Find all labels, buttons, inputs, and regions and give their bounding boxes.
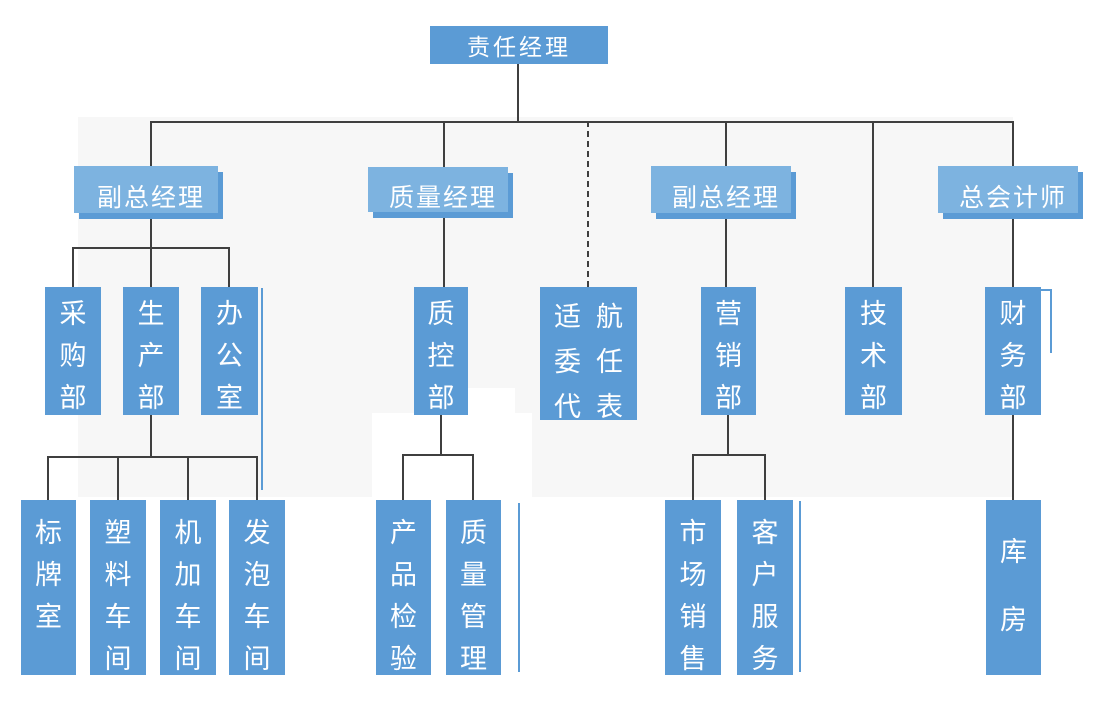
connector-to-sign-room: [47, 456, 49, 500]
connector-quality-control-down: [440, 415, 442, 456]
connector-vp-left-down: [150, 219, 152, 287]
connector-finance-to-warehouse: [1012, 415, 1014, 500]
node-label-column-right: 航任表: [596, 302, 623, 422]
node-customer-service: 客户服务: [737, 500, 793, 675]
node-label: 财务部: [999, 299, 1027, 413]
node-label: 质量经理: [388, 183, 497, 212]
node-quality-management: 质量管理: [446, 500, 501, 675]
node-responsible-manager: 责任经理: [430, 26, 608, 64]
connector-to-machining-workshop: [187, 456, 189, 500]
node-label: 采购部: [59, 299, 87, 413]
node-warehouse: 库房: [986, 500, 1041, 675]
node-label: 办公室: [216, 299, 243, 413]
connector-to-purchasing: [72, 247, 74, 287]
connector-main-bus: [151, 121, 1013, 123]
connector-vp-left-bus: [72, 247, 230, 249]
node-finance-dept: 财务部: [985, 287, 1041, 415]
node-office: 办公室: [201, 287, 258, 415]
node-airworthiness-representative: 适委代 航任表: [540, 287, 637, 422]
connector-quality-control-bus: [402, 454, 473, 456]
connector-chief-accountant-to-finance: [1012, 219, 1014, 287]
connector-to-quality-management: [472, 454, 474, 500]
node-deputy-gm-left: 副总经理: [74, 166, 223, 219]
node-production-dept: 生产部: [123, 287, 179, 415]
artifact-line-office-right: [261, 288, 263, 490]
node-label: 质量管理: [460, 518, 487, 674]
node-label: 生产部: [137, 299, 165, 413]
node-foam-workshop: 发泡车间: [229, 500, 285, 675]
connector-production-down: [150, 415, 152, 458]
node-quality-control-dept: 质控部: [414, 287, 468, 415]
artifact-line-finance-right: [1050, 290, 1052, 353]
connector-to-customer-service: [764, 454, 766, 500]
node-label: 机加车间: [174, 518, 202, 674]
node-deputy-gm-right: 副总经理: [651, 166, 796, 219]
connector-to-office: [228, 247, 230, 287]
node-marketing-dept: 营销部: [701, 287, 756, 415]
artifact-line-finance-right-top: [1040, 289, 1052, 291]
node-machining-workshop: 机加车间: [160, 500, 216, 675]
connector-root-to-bus: [517, 64, 519, 122]
connector-bus-to-quality-manager: [443, 121, 445, 173]
connector-bus-to-vp-right: [725, 121, 727, 172]
node-label-column-left: 适委代: [554, 302, 581, 422]
connector-to-product-inspection: [402, 454, 404, 500]
node-market-sales: 市场销售: [665, 500, 721, 675]
node-label: 副总经理: [671, 183, 780, 212]
artifact-line-quality-management-right: [518, 503, 520, 672]
node-product-inspection: 产品检验: [376, 500, 431, 675]
node-chief-accountant: 总会计师: [938, 166, 1083, 219]
node-sign-room: 标牌室: [21, 500, 76, 675]
node-purchasing-dept: 采购部: [45, 287, 101, 415]
connector-to-market-sales: [692, 454, 694, 500]
artifact-line-customer-service-right: [799, 501, 801, 672]
node-label: 发泡车间: [243, 518, 271, 674]
node-label: 营销部: [715, 299, 742, 413]
connector-bus-to-vp-left: [150, 121, 152, 172]
connector-quality-manager-to-quality-control: [443, 218, 445, 287]
connector-bus-to-technology: [872, 121, 874, 287]
node-quality-manager: 质量经理: [368, 167, 513, 218]
connector-to-plastic-workshop: [117, 456, 119, 500]
node-label: 市场销售: [679, 518, 707, 674]
connector-marketing-down: [727, 415, 729, 456]
node-label: 质控部: [427, 299, 455, 413]
node-label: 副总经理: [96, 183, 205, 212]
connector-bus-to-airworthiness-dashed: [587, 121, 589, 287]
connector-bus-to-chief-accountant: [1012, 121, 1014, 172]
node-plastic-workshop: 塑料车间: [90, 500, 146, 675]
node-technology-dept: 技术部: [845, 287, 902, 415]
node-label: 库房: [1000, 537, 1027, 635]
background-patch: [467, 388, 515, 415]
node-label: 责任经理: [467, 34, 571, 60]
connector-vp-right-to-marketing: [725, 219, 727, 287]
connector-marketing-bus: [692, 454, 765, 456]
node-label: 产品检验: [390, 518, 417, 674]
connector-production-bus: [47, 456, 258, 458]
node-label: 标牌室: [35, 518, 62, 632]
connector-to-foam-workshop: [256, 456, 258, 500]
node-label: 塑料车间: [104, 518, 132, 674]
node-label: 总会计师: [958, 183, 1067, 212]
node-label: 技术部: [860, 299, 887, 413]
node-label: 客户服务: [751, 518, 779, 674]
